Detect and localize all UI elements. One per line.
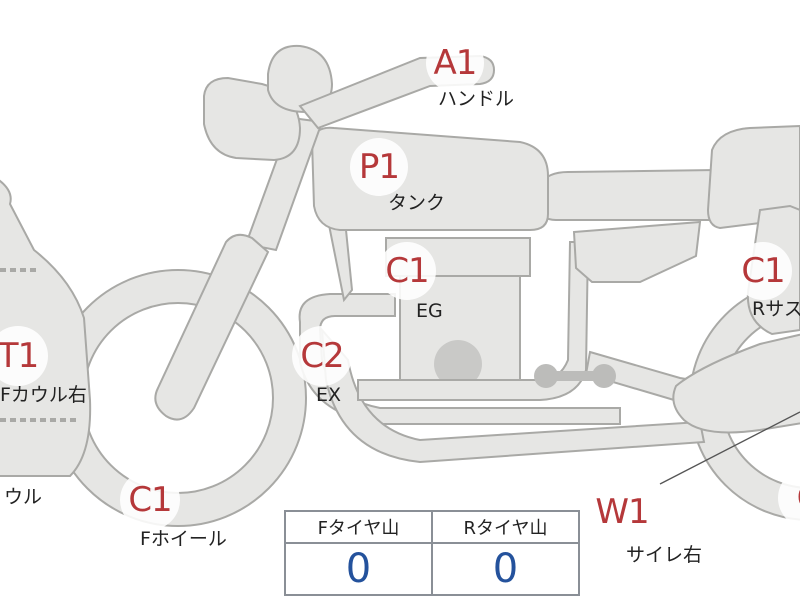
- engine-cover: [434, 340, 482, 388]
- tail-cowl: [706, 124, 800, 230]
- marker-c1-fwheel-code: C1: [128, 480, 172, 520]
- marker-w1[interactable]: W1: [592, 482, 652, 542]
- footrest-knob-left: [534, 364, 558, 388]
- tire-table-header-row: Fタイヤ山 Rタイヤ山: [284, 510, 580, 544]
- marker-c1-fwheel[interactable]: C1: [120, 470, 180, 530]
- label-silencer-right: サイレ右: [626, 544, 703, 566]
- header-front-tire: Fタイヤ山: [284, 510, 433, 544]
- marker-c1-rsus-code: C1: [741, 251, 785, 291]
- value-rear-tire[interactable]: 0: [431, 542, 580, 596]
- side-cover: [572, 220, 702, 283]
- label-tank: タンク: [388, 192, 446, 214]
- label-rsus: Rサス: [752, 300, 800, 319]
- label-handle: ハンドル: [438, 88, 515, 110]
- marker-c-rwheel[interactable]: C: [778, 468, 800, 528]
- header-rear-tire: Rタイヤ山: [431, 510, 580, 544]
- label-ex: EX: [316, 384, 342, 406]
- marker-c1-eg-code: C1: [385, 251, 429, 291]
- marker-c1-rsus[interactable]: C1: [734, 242, 792, 300]
- tire-tread-table: Fタイヤ山 Rタイヤ山 0 0: [284, 510, 580, 596]
- tire-table-value-row: 0 0: [284, 542, 580, 596]
- label-fcowl-right: Fカウル右: [0, 384, 87, 406]
- marker-c-rwheel-code: C: [797, 481, 800, 515]
- marker-p1-code: P1: [358, 147, 400, 187]
- label-fwheel: Fホイール: [140, 528, 227, 550]
- marker-c2[interactable]: C2: [292, 326, 352, 386]
- marker-w1-code: W1: [595, 492, 649, 532]
- value-front-tire[interactable]: 0: [284, 542, 433, 596]
- marker-c2-code: C2: [300, 336, 344, 376]
- marker-a1-code: A1: [433, 43, 478, 83]
- footrest-knob-right: [592, 364, 616, 388]
- meter: [267, 44, 334, 114]
- silencer: [672, 333, 800, 434]
- seat: [539, 168, 717, 221]
- front-cowl: [0, 179, 92, 477]
- marker-p1[interactable]: P1: [350, 138, 408, 196]
- label-eg: EG: [416, 300, 443, 322]
- front-fork: [154, 233, 270, 421]
- silencer-leader-line: [659, 411, 800, 485]
- marker-a1[interactable]: A1: [426, 34, 484, 92]
- label-cowl: ウル: [4, 486, 43, 508]
- marker-t1-code: T1: [0, 336, 39, 376]
- fuel-tank: [310, 126, 549, 231]
- marker-t1[interactable]: T1: [0, 326, 48, 386]
- marker-c1-eg[interactable]: C1: [378, 242, 436, 300]
